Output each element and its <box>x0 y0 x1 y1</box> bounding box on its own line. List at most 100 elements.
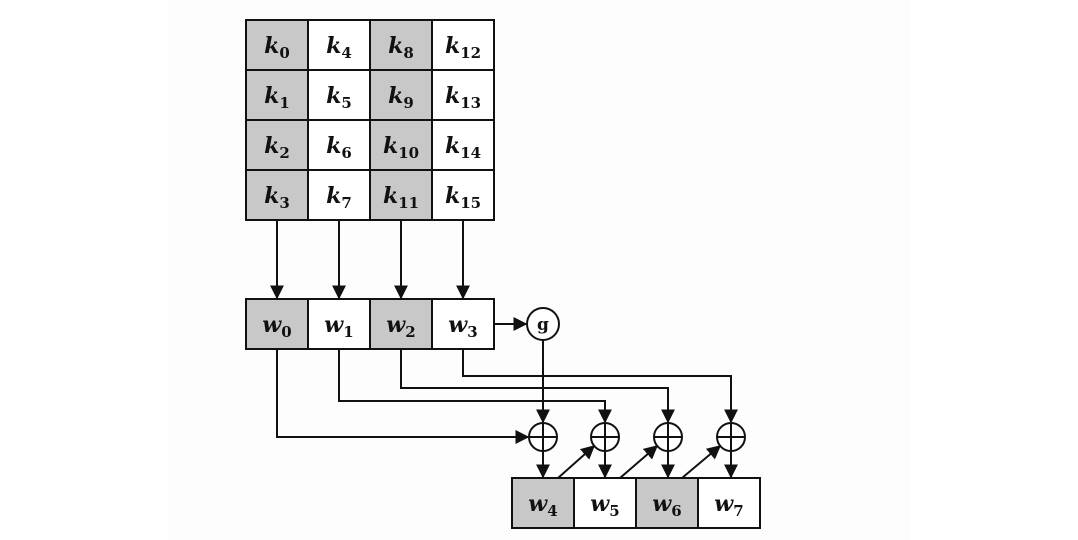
word-cell-w6-symbol: w <box>652 491 672 517</box>
key-cell-k2-label: k2 <box>264 133 290 162</box>
key-cell-k12-symbol: k <box>445 33 460 59</box>
key-cell-k15-symbol: k <box>445 183 460 209</box>
key-cell-k10-label: k10 <box>383 133 419 162</box>
connectors <box>270 220 738 479</box>
key-cell-k6-label: k6 <box>326 133 352 162</box>
key-cell-k0-symbol: k <box>264 33 279 59</box>
key-cell-k6-box <box>307 119 371 171</box>
key-cell-k8-label: k8 <box>388 33 414 62</box>
key-cell-k14-subscript: 14 <box>460 144 481 162</box>
arrow-w5-to-xor-3 <box>619 445 659 479</box>
key-cell-k9-box <box>369 69 433 121</box>
key-cell-k1-symbol: k <box>264 83 279 109</box>
key-cell-k2-box <box>245 119 309 171</box>
word-cell-w7-subscript: 7 <box>733 502 743 520</box>
key-cell-k12-label: k12 <box>445 33 481 62</box>
key-cell-k9-symbol: k <box>388 83 403 109</box>
key-cell-k5-box <box>307 69 371 121</box>
key-cell-k10-subscript: 10 <box>398 144 419 162</box>
word-cell-w4-subscript: 4 <box>547 502 557 520</box>
key-cell-k2-symbol: k <box>264 133 279 159</box>
key-cell-k4-symbol: k <box>326 33 341 59</box>
key-cell-k5-symbol: k <box>326 83 341 109</box>
key-cell-k4-label: k4 <box>326 33 352 62</box>
key-cell-k10-symbol: k <box>383 133 398 159</box>
word-cell-w6-label: w6 <box>652 491 681 520</box>
arrow-w6-to-xor-4 <box>681 445 722 479</box>
word-cell-w2-subscript: 2 <box>405 323 415 341</box>
key-cell-k9-subscript: 9 <box>403 94 413 112</box>
word-cell-w4-label: w4 <box>528 491 557 520</box>
key-cell-k15-box <box>431 169 495 221</box>
key-cell-k7-subscript: 7 <box>341 194 351 212</box>
word-cell-w0-subscript: 0 <box>281 323 291 341</box>
key-cell-k15-label: k15 <box>445 183 481 212</box>
xor-symbol-1 <box>528 422 558 452</box>
xor-nodes <box>528 422 746 452</box>
key-cell-k13-box <box>431 69 495 121</box>
key-cell-k11-box <box>369 169 433 221</box>
key-cell-k8-box <box>369 19 433 71</box>
word-cell-w3-box <box>431 298 495 350</box>
key-cell-k13-subscript: 13 <box>460 94 481 112</box>
word-cell-w2-symbol: w <box>386 312 406 338</box>
g-function-node: g <box>526 307 560 341</box>
word-cell-w7-label: w7 <box>714 491 743 520</box>
arrow-w3-to-xor-4 <box>462 349 738 424</box>
key-cell-k11-symbol: k <box>383 183 398 209</box>
key-cell-k14-symbol: k <box>445 133 460 159</box>
word-cell-w1-subscript: 1 <box>343 323 353 341</box>
key-cell-k7-symbol: k <box>326 183 341 209</box>
word-cell-w2-label: w2 <box>386 312 415 341</box>
word-cell-w2-box <box>369 298 433 350</box>
key-cell-k5-label: k5 <box>326 83 352 112</box>
word-cell-w3-symbol: w <box>448 312 468 338</box>
key-cell-k0-label: k0 <box>264 33 290 62</box>
key-cell-k9-label: k9 <box>388 83 414 112</box>
arrow-w1-to-xor-2 <box>338 349 612 424</box>
xor-symbol-4 <box>716 422 746 452</box>
word-cell-w0-symbol: w <box>262 312 282 338</box>
word-cell-w1-label: w1 <box>324 312 353 341</box>
key-cell-k14-label: k14 <box>445 133 481 162</box>
key-cell-k14-box <box>431 119 495 171</box>
word-cell-w5-symbol: w <box>590 491 610 517</box>
xor-symbol-3 <box>653 422 683 452</box>
key-cell-k7-box <box>307 169 371 221</box>
word-cell-w7-box <box>697 477 761 529</box>
key-cell-k13-label: k13 <box>445 83 481 112</box>
xor-symbol-2 <box>590 422 620 452</box>
key-cell-k3-symbol: k <box>264 183 279 209</box>
key-cell-k11-label: k11 <box>383 183 419 212</box>
arrow-w2-to-xor-3 <box>400 349 675 424</box>
word-cell-w5-subscript: 5 <box>609 502 619 520</box>
key-cell-k3-subscript: 3 <box>279 194 289 212</box>
arrow-w0-to-xor-1 <box>276 349 530 444</box>
key-cell-k2-subscript: 2 <box>279 144 289 162</box>
key-cell-k1-label: k1 <box>264 83 290 112</box>
key-cell-k7-label: k7 <box>326 183 352 212</box>
g-circle <box>526 307 560 341</box>
word-cell-w4-symbol: w <box>528 491 548 517</box>
word-cell-w1-symbol: w <box>324 312 344 338</box>
key-cell-k4-subscript: 4 <box>341 44 351 62</box>
key-cell-k3-box <box>245 169 309 221</box>
word-cell-w0-box <box>245 298 309 350</box>
key-cell-k3-label: k3 <box>264 183 290 212</box>
g-label: g <box>537 315 549 335</box>
key-cell-k0-subscript: 0 <box>279 44 289 62</box>
key-cell-k12-subscript: 12 <box>460 44 481 62</box>
word-cell-w5-label: w5 <box>590 491 619 520</box>
word-cell-w0-label: w0 <box>262 312 291 341</box>
word-cell-w7-symbol: w <box>714 491 734 517</box>
word-cell-w3-label: w3 <box>448 312 477 341</box>
key-cell-k15-subscript: 15 <box>460 194 481 212</box>
word-cell-w3-subscript: 3 <box>467 323 477 341</box>
arrow-w4-to-xor-2 <box>557 445 596 479</box>
key-cell-k5-subscript: 5 <box>341 94 351 112</box>
key-cell-k13-symbol: k <box>445 83 460 109</box>
key-cell-k8-subscript: 8 <box>403 44 413 62</box>
